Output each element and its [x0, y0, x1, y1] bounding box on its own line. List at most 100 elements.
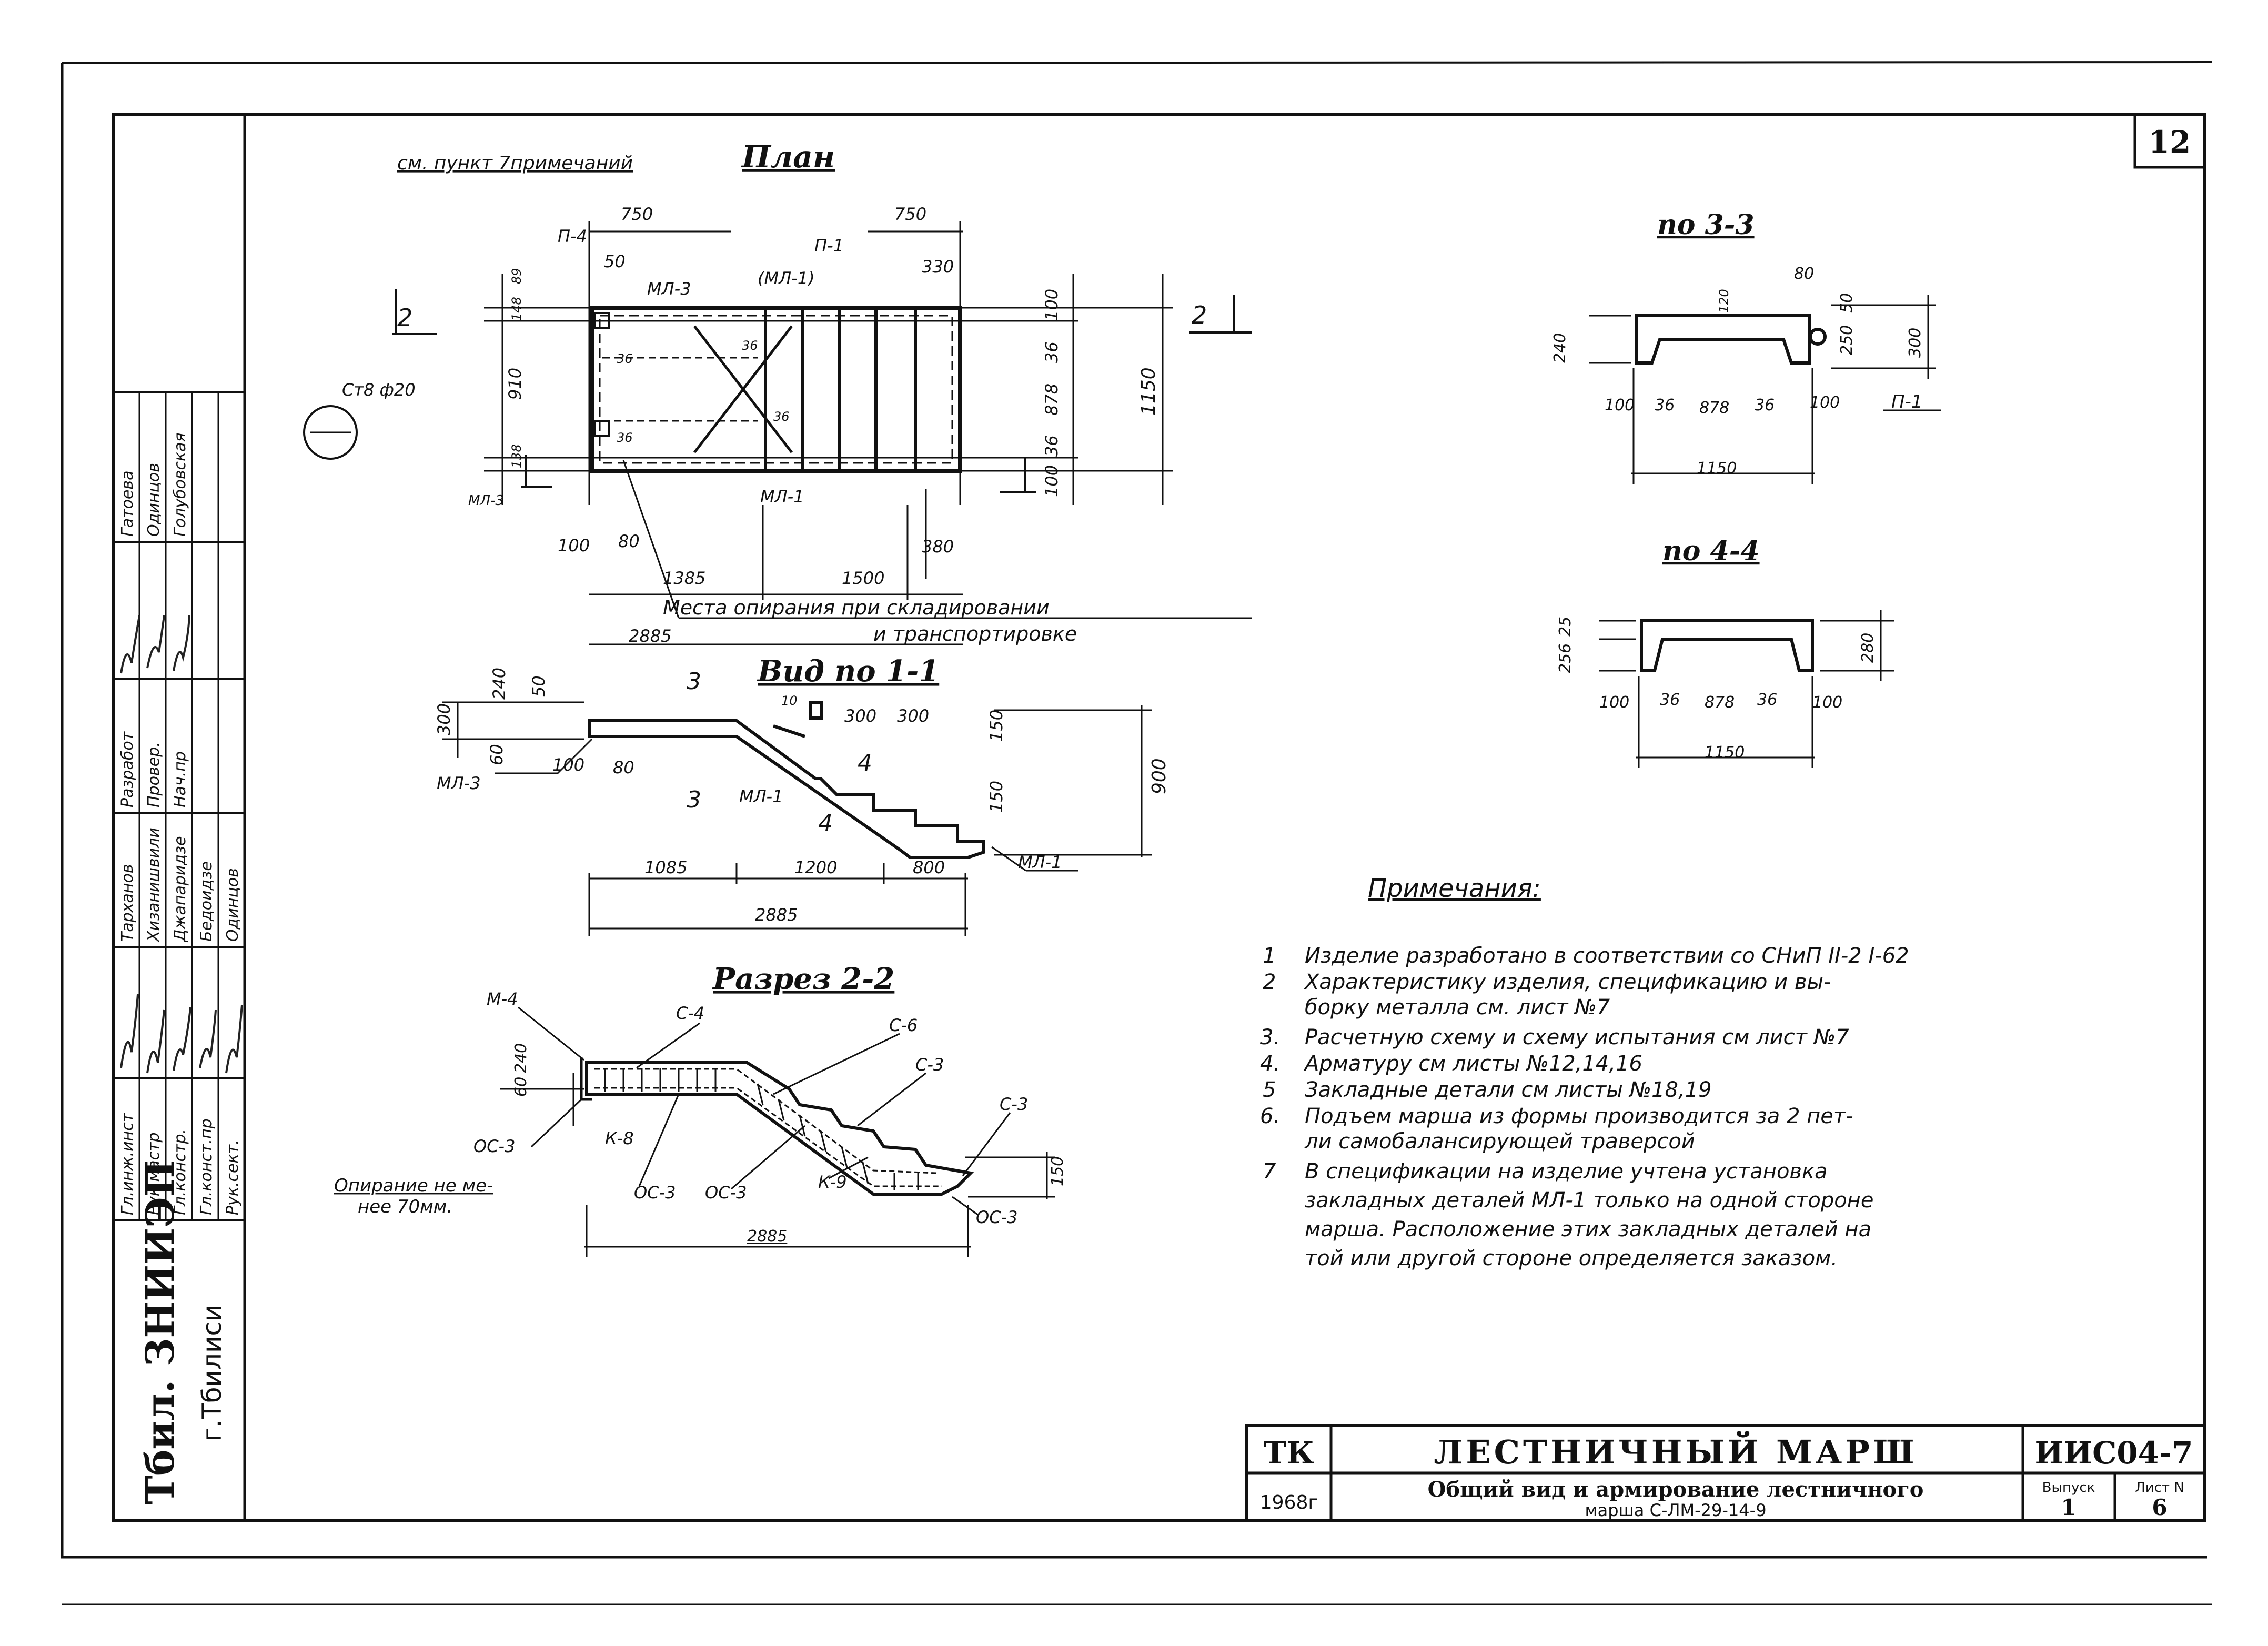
- note-4-line: Арматуру см листы №12,14,16: [1303, 1052, 1642, 1076]
- view1-label: МЛ-1: [739, 786, 783, 806]
- section3-dim: 240: [1551, 333, 1569, 363]
- plan-dim: 89: [509, 268, 524, 284]
- note-7-line: В спецификации на изделие учтена установ…: [1305, 1159, 1828, 1184]
- section-4-dimensions: [1599, 610, 1894, 768]
- name-2: Хизанишвили: [145, 827, 163, 943]
- view-1-dim-text: 240 50 300 60 100 80 10 300 300 150 150 …: [434, 668, 1170, 925]
- section-mark-3: 3: [687, 786, 701, 813]
- section-3-profile: [1635, 314, 1827, 365]
- series-code: ИИС04-7: [2035, 1435, 2193, 1471]
- issue-value: 1: [2061, 1494, 2076, 1520]
- section4-dim: 100: [1599, 693, 1629, 712]
- section2-label: С-6: [889, 1015, 918, 1035]
- signature-strip: [113, 391, 245, 1221]
- section-2-dimensions: [500, 1073, 1055, 1257]
- section2-label: С-3: [1000, 1094, 1028, 1114]
- note-1-num: 1: [1263, 944, 1276, 968]
- title-year: 1968г: [1260, 1492, 1318, 1513]
- plan-label: 36: [617, 430, 633, 445]
- plan-label: П-4: [558, 226, 587, 246]
- plan-label: МЛ-1: [760, 487, 804, 507]
- section2-dim: 60: [512, 1077, 530, 1097]
- note-6-num: 6.: [1260, 1104, 1280, 1128]
- section4-dim: 280: [1859, 633, 1877, 663]
- section3-dim: 36: [1755, 396, 1775, 415]
- plan-label: 36: [773, 409, 790, 424]
- plan-dimensions: [484, 221, 1252, 645]
- name2-3: Голубовская: [171, 432, 189, 537]
- note-2-line: борку металла см. лист №7: [1305, 995, 1610, 1019]
- plan-label: 36: [617, 351, 633, 366]
- page-number: 12: [2149, 124, 2191, 160]
- view1-dim: 150: [986, 710, 1006, 742]
- section4-dim: 100: [1812, 693, 1842, 712]
- view1-dim: 300: [897, 706, 929, 726]
- name2-1: Гатоева: [118, 471, 137, 537]
- section4-dim: 878: [1705, 693, 1735, 712]
- plan-dim: 330: [922, 257, 954, 277]
- role2-2: Провер.: [145, 742, 163, 807]
- section2-label: К-9: [818, 1172, 847, 1192]
- plan-dim-text: 750 50 750 330 100 36 878 36 100 1150 13…: [505, 204, 1160, 646]
- section4-dim: 256: [1556, 643, 1575, 673]
- role2-1: Разработ: [118, 731, 137, 807]
- product-title: ЛЕСТНИЧНЫЙ МАРШ: [1434, 1431, 1918, 1471]
- section2-dim: 150: [1049, 1156, 1067, 1186]
- note-6-line: Подъем марша из формы производится за 2 …: [1305, 1104, 1853, 1128]
- section4-dim: 36: [1660, 691, 1680, 709]
- plan-dim: 750: [621, 204, 653, 224]
- plan-dim: 750: [894, 204, 926, 224]
- plan-dim: 910: [505, 368, 525, 400]
- section-mark-4: 4: [818, 810, 833, 837]
- section-mark: 2: [1192, 301, 1207, 329]
- product-subtitle-1: Общий вид и армирование лестничного: [1428, 1477, 1924, 1502]
- section3-label: П-1: [1891, 391, 1922, 412]
- section3-dim-total: 1150: [1697, 459, 1737, 478]
- section3-dim: 100: [1810, 393, 1840, 412]
- title-code-label: ТК: [1264, 1435, 1314, 1471]
- plan-dim: 148: [509, 297, 524, 321]
- plan-dim: 80: [618, 531, 640, 551]
- view1-dim: 1085: [644, 857, 687, 877]
- section-2-labels: М-4 С-4 С-6 С-3 С-3 ОС-3 К-8 ОС-3 ОС-3 К…: [334, 989, 1028, 1227]
- note-7-line: марша. Расположение этих закладных детал…: [1305, 1217, 1871, 1241]
- section3-dim: 100: [1605, 396, 1635, 415]
- role-2: Рук.мастр: [145, 1132, 163, 1215]
- section2-label: С-4: [676, 1003, 704, 1023]
- section2-label: М-4: [487, 989, 518, 1009]
- plan-dim-total-width: 1150: [1138, 367, 1160, 416]
- section4-dim-total: 1150: [1705, 743, 1745, 762]
- section2-label: ОС-3: [976, 1207, 1017, 1227]
- role-1: Гл.инж.инст: [118, 1112, 137, 1215]
- section-4-dim-text: 256 25 280 100 36 878 36 100 1150: [1556, 617, 1877, 762]
- section3-dim: 120: [1717, 289, 1731, 313]
- note-3-num: 3.: [1260, 1025, 1280, 1049]
- section-2-2: Разрез 2-2: [334, 962, 1067, 1257]
- section3-dim: 36: [1655, 396, 1675, 415]
- view1-dim: 300: [844, 706, 876, 726]
- view-1-dimensions: [442, 701, 1152, 936]
- issue-label: Выпуск: [2042, 1480, 2095, 1496]
- page-number-box: 12: [2133, 113, 2206, 169]
- view-1-title: Вид по 1-1: [757, 654, 939, 689]
- product-subtitle-2: марша С-ЛМ-29-14-9: [1585, 1500, 1766, 1520]
- plan-dim: 50: [604, 251, 626, 271]
- notes-block: Примечания: 1 Изделие разработано в соот…: [1260, 874, 1909, 1270]
- institute-name: Тбил. ЗНИИЭП: [138, 1160, 183, 1504]
- note-4-num: 4.: [1260, 1052, 1280, 1076]
- section-mark: 2: [397, 304, 412, 332]
- section2-label: ОС-3: [473, 1136, 515, 1156]
- section2-label: ОС-3: [705, 1183, 747, 1203]
- section3-dim: 300: [1906, 328, 1924, 358]
- name-4: Бедоидзе: [197, 861, 216, 942]
- section2-label: К-8: [605, 1128, 634, 1148]
- plan-label: МЛ-3: [647, 279, 691, 299]
- plan-label: П-1: [814, 236, 844, 256]
- plan-title: План: [741, 139, 835, 175]
- view1-dim-height: 900: [1148, 758, 1170, 794]
- note-5-line: Закладные детали см листы №18,19: [1305, 1078, 1712, 1102]
- section2-label: ОС-3: [634, 1183, 676, 1203]
- plan-dim: 36: [1042, 435, 1062, 457]
- plan-label: Ст8 ф20: [342, 380, 416, 400]
